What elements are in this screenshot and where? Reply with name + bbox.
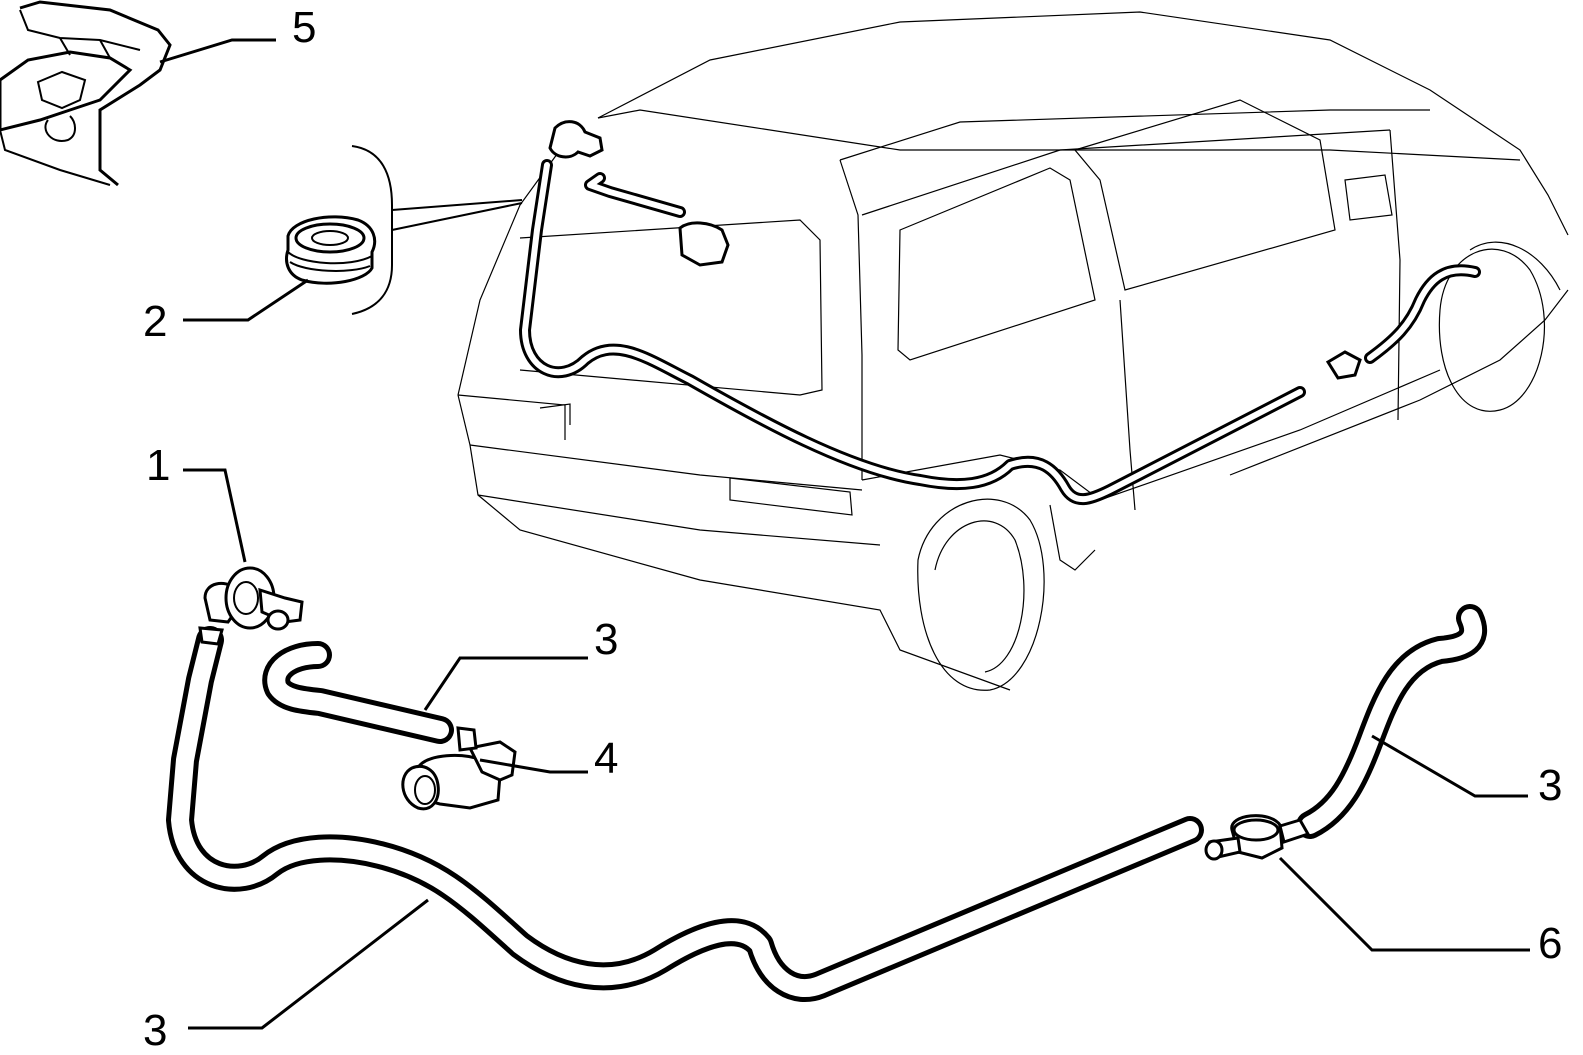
- right-hose-part-3: [1296, 604, 1488, 839]
- callout-1: 1: [146, 441, 170, 490]
- callout-3-right: 3: [1538, 761, 1562, 810]
- connector-part-6: [1204, 814, 1311, 861]
- car-outline: [457, 11, 1569, 691]
- leader-lines: [159, 38, 1530, 1030]
- callout-4: 4: [594, 734, 618, 783]
- detail-bracket: [351, 145, 393, 315]
- grommet-part-2: [285, 215, 377, 285]
- short-hose-part-3: [262, 641, 454, 744]
- car-hose-routing: [519, 120, 1481, 506]
- callout-6: 6: [1538, 919, 1562, 968]
- pump-part-4: [401, 726, 517, 811]
- callout-2: 2: [143, 297, 167, 346]
- detail-pointer-line: [391, 199, 523, 231]
- callout-3-bottom: 3: [143, 1006, 167, 1055]
- callout-3-top: 3: [594, 615, 618, 664]
- clip-part-5: [0, 0, 172, 187]
- main-hose-part-3: [166, 626, 1204, 1002]
- nozzle-part-1: [198, 566, 304, 646]
- callout-5: 5: [292, 3, 316, 52]
